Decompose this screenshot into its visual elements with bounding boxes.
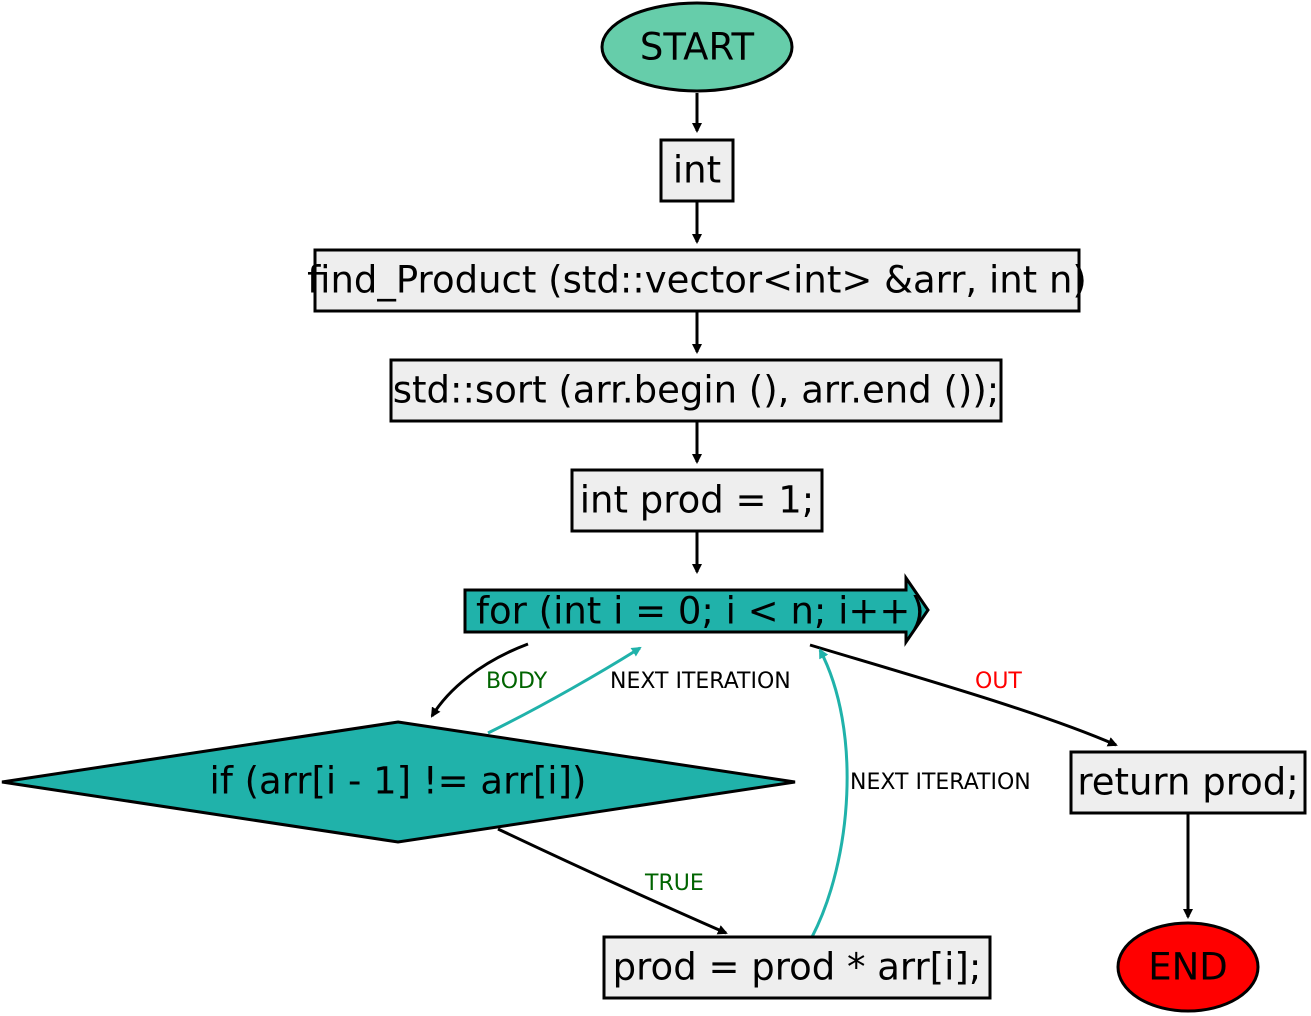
edge-label-body: BODY bbox=[486, 669, 548, 694]
edge-mult-to-for-next bbox=[810, 648, 849, 938]
node-end-label: END bbox=[1148, 946, 1228, 989]
node-if-condition-label: if (arr[i - 1] != arr[i]) bbox=[210, 760, 587, 803]
node-start[interactable]: START bbox=[600, 1, 794, 93]
node-return-type-label: int bbox=[673, 149, 721, 192]
edge-if-to-for-next bbox=[487, 646, 642, 735]
node-multiply-statement-label: prod = prod * arr[i]; bbox=[613, 946, 982, 989]
edge-if-to-mult-true bbox=[497, 827, 728, 935]
node-for-loop-label: for (int i = 0; i < n; i++) bbox=[476, 590, 925, 633]
node-if-condition[interactable]: if (arr[i - 1] != arr[i]) bbox=[1, 720, 796, 844]
node-init-prod-label: int prod = 1; bbox=[580, 479, 815, 522]
node-init-prod[interactable]: int prod = 1; bbox=[570, 468, 824, 533]
node-multiply-statement[interactable]: prod = prod * arr[i]; bbox=[602, 935, 992, 1000]
edge-label-next-iteration-2: NEXT ITERATION bbox=[850, 770, 1031, 795]
node-return-statement[interactable]: return prod; bbox=[1069, 750, 1307, 815]
node-end[interactable]: END bbox=[1116, 921, 1260, 1013]
node-function-signature-label: find_Product (std::vector<int> &arr, int… bbox=[307, 259, 1087, 302]
edge-label-true: TRUE bbox=[644, 871, 704, 896]
edge-for-to-return-out bbox=[809, 643, 1118, 747]
node-function-signature[interactable]: find_Product (std::vector<int> &arr, int… bbox=[307, 248, 1087, 313]
node-for-loop[interactable]: for (int i = 0; i < n; i++) bbox=[463, 573, 930, 647]
node-start-label: START bbox=[640, 26, 755, 69]
edges bbox=[430, 93, 1193, 938]
node-return-statement-label: return prod; bbox=[1077, 761, 1298, 804]
node-sort-statement-label: std::sort (arr.begin (), arr.end ()); bbox=[393, 369, 1000, 412]
edge-label-next-iteration-1: NEXT ITERATION bbox=[610, 669, 791, 694]
edge-label-out: OUT bbox=[975, 669, 1022, 694]
edge-for-to-if-body bbox=[430, 642, 529, 718]
node-return-type[interactable]: int bbox=[659, 138, 735, 203]
node-sort-statement[interactable]: std::sort (arr.begin (), arr.end ()); bbox=[389, 358, 1003, 423]
